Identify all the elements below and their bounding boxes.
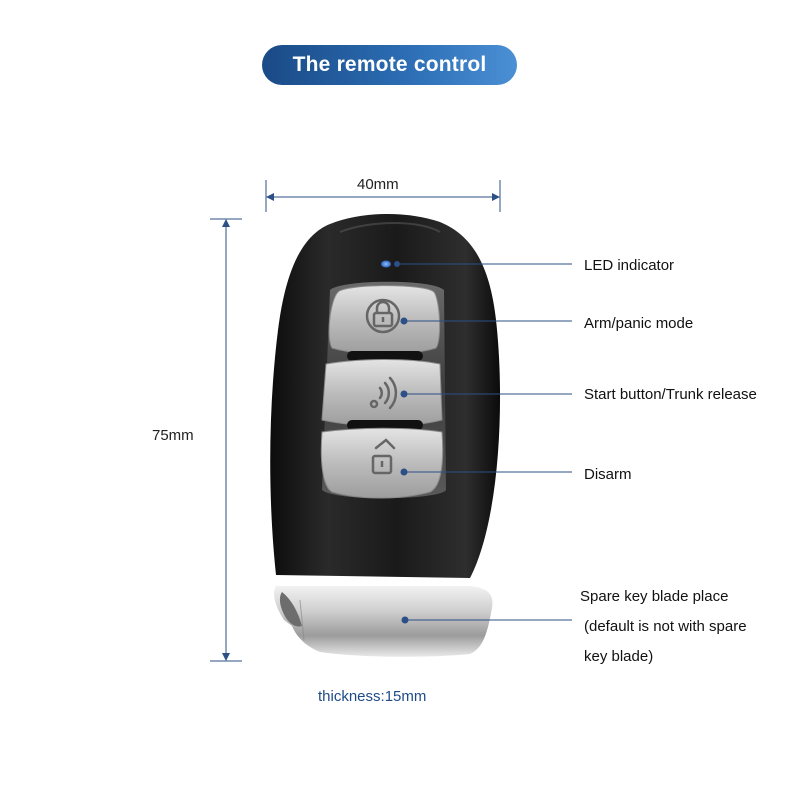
page-title: The remote control [262, 45, 517, 85]
arm-panic-button[interactable] [328, 285, 441, 355]
height-dimension-line [210, 218, 242, 662]
led-indicator [381, 260, 391, 268]
callout-lines [394, 261, 572, 624]
width-dimension-label: 40mm [357, 176, 399, 193]
callout-start-trunk-release: Start button/Trunk release [584, 386, 757, 403]
callout-spare-key-line-2: (default is not with spare [584, 618, 747, 635]
callout-led-indicator: LED indicator [584, 257, 675, 274]
disarm-button[interactable] [320, 427, 444, 499]
thickness-label: thickness:15mm [318, 688, 427, 705]
lock-icon [365, 298, 401, 334]
unlock-icon [371, 438, 396, 475]
height-dimension-label: 75mm [152, 427, 194, 444]
start-trunk-button[interactable] [321, 359, 443, 427]
width-dimension-line [265, 180, 501, 212]
button-separator [347, 351, 423, 361]
button-separator [347, 420, 423, 430]
remote-start-icon [369, 376, 398, 410]
callout-spare-key-line-3: key blade) [584, 648, 654, 665]
spare-key-blade-cap [274, 586, 493, 657]
callout-arm-panic-mode: Arm/panic mode [584, 315, 694, 332]
callout-disarm: Disarm [584, 466, 632, 483]
callout-spare-key-line-1: Spare key blade place [580, 588, 729, 605]
